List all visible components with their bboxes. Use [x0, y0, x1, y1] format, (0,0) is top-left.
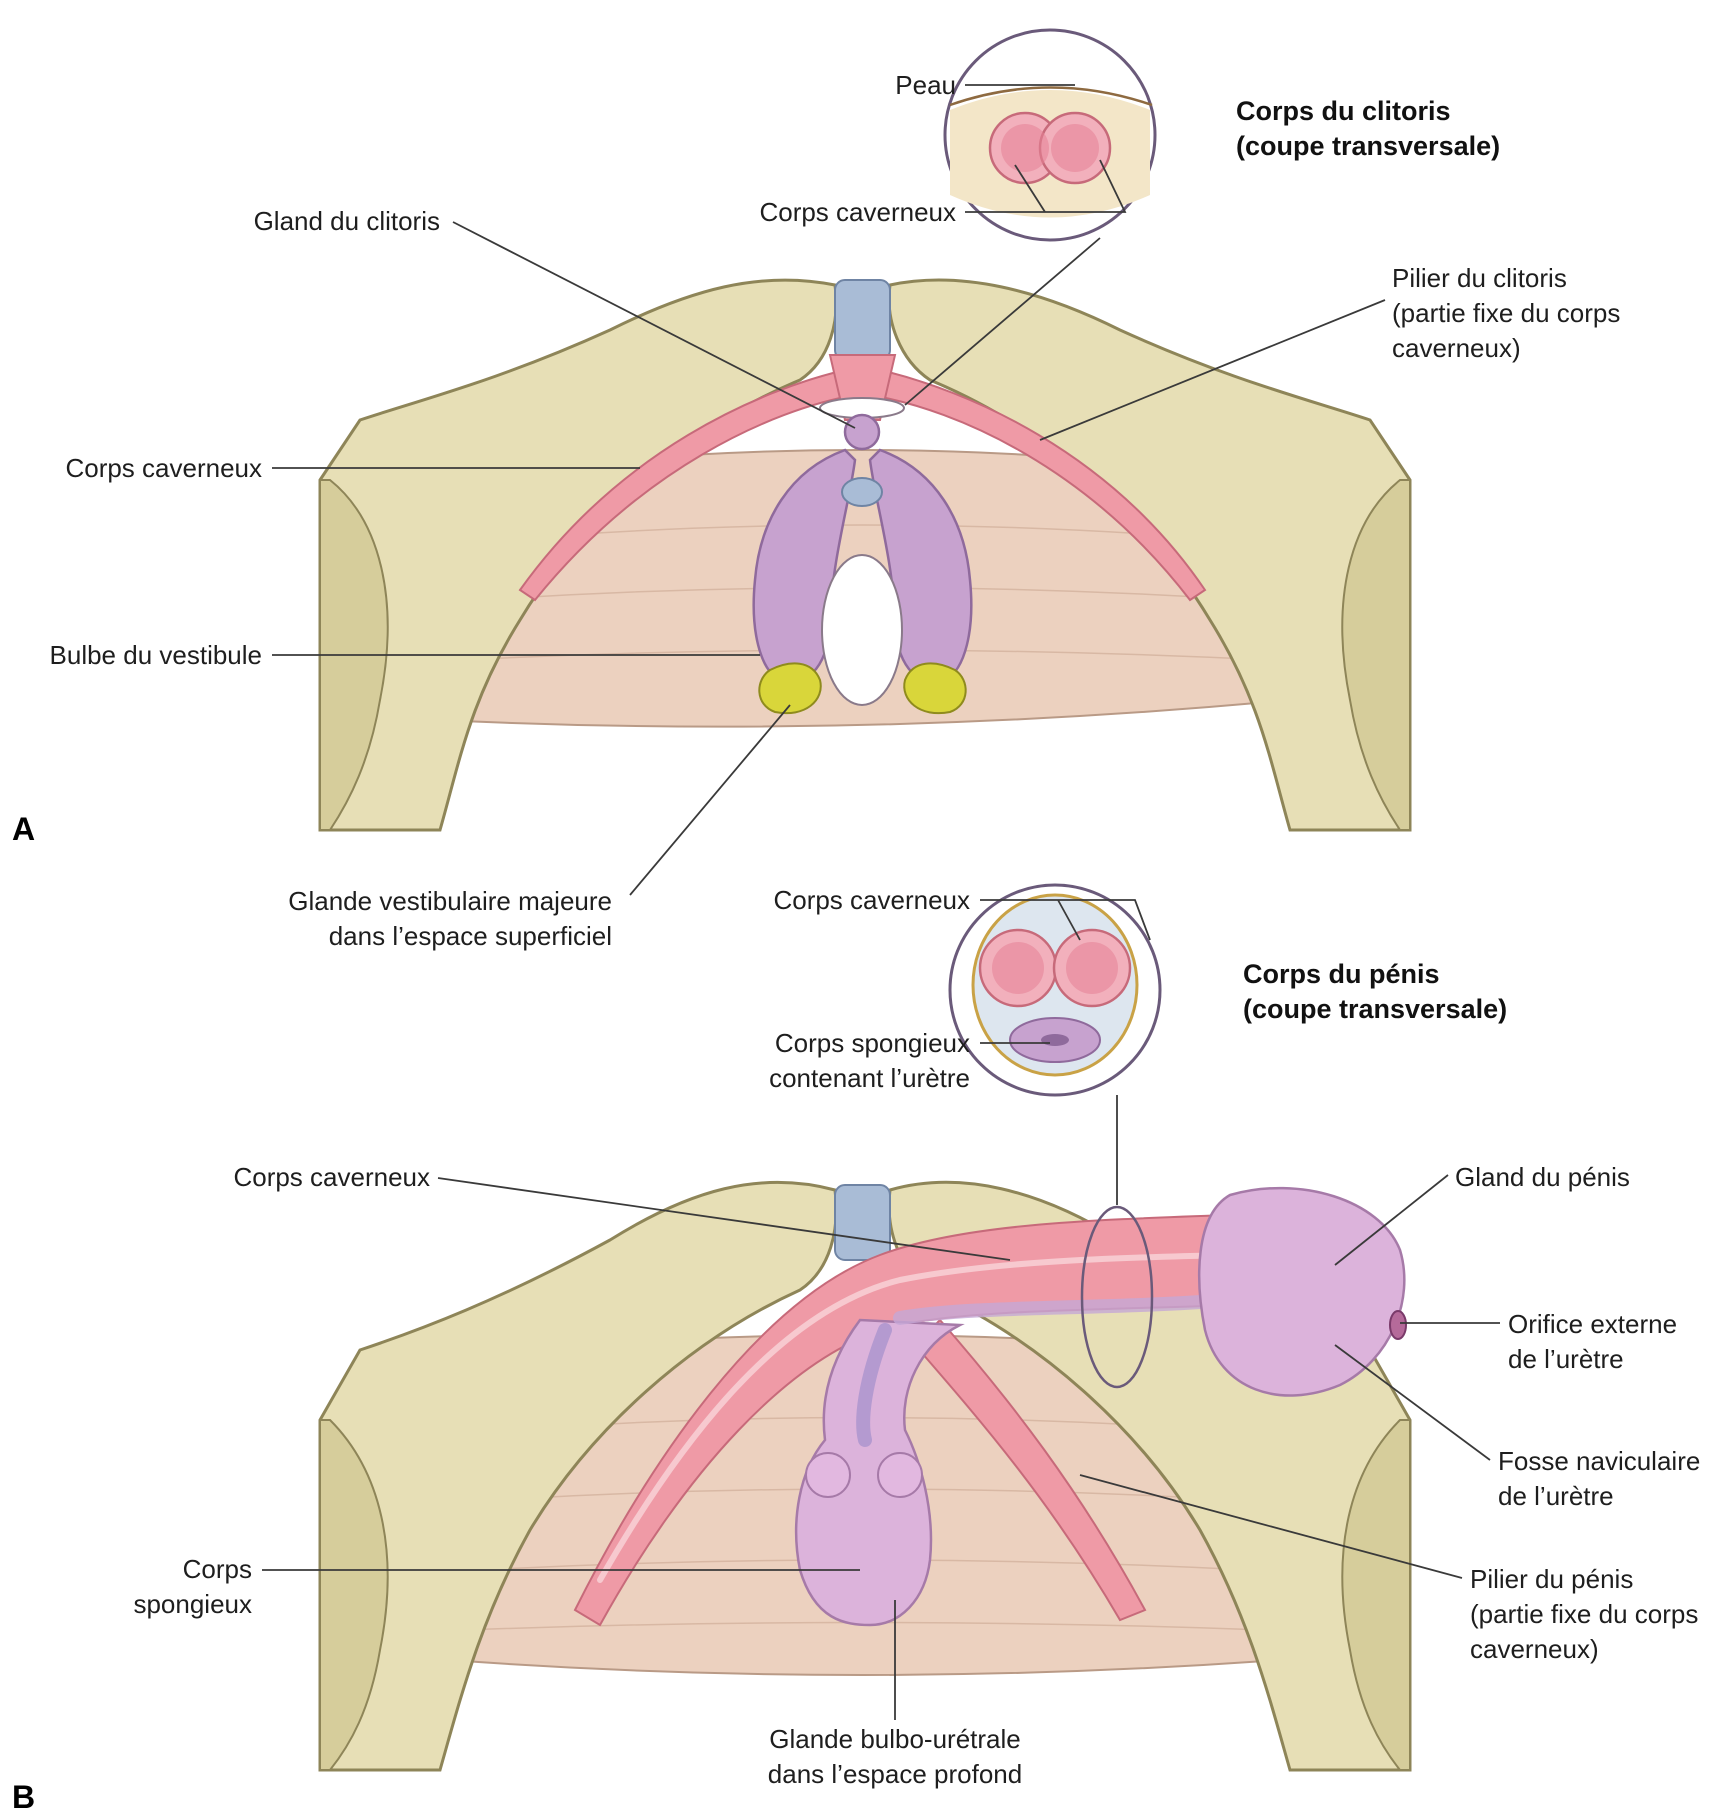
- glans-clitoris: [845, 415, 879, 449]
- label-orifice-1: Orifice externe: [1508, 1309, 1677, 1339]
- label-corps-spongieux-inset-2: contenant l’urètre: [769, 1063, 970, 1093]
- greater-vestibular-gland-right: [904, 663, 965, 713]
- label-pilier-penis-3: caverneux): [1470, 1634, 1599, 1664]
- inset-a-title-line1: Corps du clitoris: [1236, 96, 1451, 126]
- inset-b-title-line1: Corps du pénis: [1243, 959, 1440, 989]
- label-corps-caverneux-b: Corps caverneux: [233, 1162, 430, 1192]
- label-corps-spongieux-2: spongieux: [133, 1589, 252, 1619]
- label-pilier-penis-1: Pilier du pénis: [1470, 1564, 1633, 1594]
- label-bulbe-vestibule: Bulbe du vestibule: [50, 640, 262, 670]
- label-glande-vestibulaire-2: dans l’espace superficiel: [329, 921, 612, 951]
- panel-letter-b: B: [12, 1779, 35, 1812]
- bulbourethral-gland-left: [806, 1453, 850, 1497]
- urethral-orifice-a: [842, 478, 882, 506]
- label-pilier-clitoris-1: Pilier du clitoris: [1392, 263, 1567, 293]
- label-gland-penis: Gland du pénis: [1455, 1162, 1630, 1192]
- bulbourethral-gland-right: [878, 1453, 922, 1497]
- label-peau: Peau: [895, 70, 956, 100]
- label-corps-caverneux-a: Corps caverneux: [65, 453, 262, 483]
- label-pilier-penis-2: (partie fixe du corps: [1470, 1599, 1698, 1629]
- inset-b-title-line2: (coupe transversale): [1243, 994, 1507, 1024]
- label-corps-caverneux-inset-b: Corps caverneux: [773, 885, 970, 915]
- external-urethral-orifice: [1390, 1311, 1406, 1339]
- pubic-symphysis-a: [835, 280, 890, 360]
- label-glande-vestibulaire-1: Glande vestibulaire majeure: [288, 886, 612, 916]
- label-orifice-2: de l’urètre: [1508, 1344, 1624, 1374]
- label-pilier-clitoris-2: (partie fixe du corps: [1392, 298, 1620, 328]
- label-corps-spongieux-1: Corps: [183, 1554, 252, 1584]
- label-corps-spongieux-inset-1: Corps spongieux: [775, 1028, 970, 1058]
- label-glande-bulbo-2: dans l’espace profond: [768, 1759, 1022, 1789]
- pubic-symphysis-b: [835, 1185, 890, 1260]
- label-glande-bulbo-1: Glande bulbo-urétrale: [769, 1724, 1021, 1754]
- label-fosse-1: Fosse naviculaire: [1498, 1446, 1700, 1476]
- vaginal-orifice: [822, 555, 902, 705]
- panel-letter-a: A: [12, 811, 35, 847]
- inset-a-title-line2: (coupe transversale): [1236, 131, 1500, 161]
- label-pilier-clitoris-3: caverneux): [1392, 333, 1521, 363]
- label-gland-clitoris: Gland du clitoris: [254, 206, 440, 236]
- label-fosse-2: de l’urètre: [1498, 1481, 1614, 1511]
- label-corps-caverneux-inset-a: Corps caverneux: [759, 197, 956, 227]
